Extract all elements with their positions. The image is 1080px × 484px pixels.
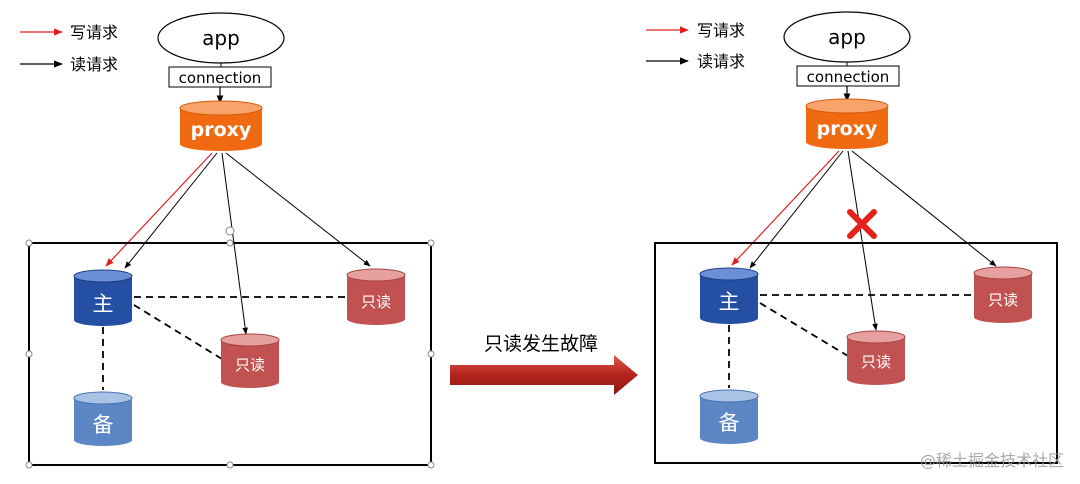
write-arrow-to-master	[731, 150, 840, 266]
proxy-cylinder: proxy	[805, 98, 889, 149]
transition-arrow	[450, 355, 638, 395]
standby-cylinder: 备	[699, 389, 759, 444]
proxy-cylinder: proxy	[179, 100, 263, 151]
read-arrow-to-master	[124, 152, 218, 269]
read-arrow-to-replica-1	[851, 150, 997, 267]
cluster-box-after	[654, 242, 1058, 464]
panel-after: 写请求 读请求 app connection proxy	[646, 11, 1058, 464]
proxy-label: proxy	[817, 118, 878, 140]
connection-box	[796, 65, 900, 87]
watermark-label: @稀土掘金技术社区	[920, 451, 1064, 470]
replica-label-2: 只读	[861, 353, 891, 371]
standby-cylinder: 备	[73, 391, 133, 446]
replica-cylinder-1: 只读	[973, 266, 1033, 323]
legend-before: 写请求 读请求	[20, 23, 118, 74]
app-label: app	[202, 26, 240, 50]
replication-line-replica-2	[759, 302, 849, 357]
master-label: 主	[719, 290, 740, 314]
app-label: app	[828, 25, 866, 49]
replica-cylinder-failed: 只读	[846, 330, 906, 385]
proxy-label: proxy	[191, 119, 252, 141]
selection-handles	[25, 226, 435, 469]
master-label: 主	[93, 292, 114, 316]
connection-label: connection	[807, 68, 890, 86]
replica-label-1: 只读	[361, 293, 391, 311]
read-arrow-to-master	[749, 150, 844, 269]
connection-label: connection	[179, 69, 262, 87]
write-legend-label: 写请求	[70, 23, 118, 42]
replication-line-replica-2	[133, 304, 223, 360]
panel-before: 写请求 读请求 app connection proxy	[20, 12, 435, 469]
write-arrow-to-master	[105, 152, 213, 267]
master-cylinder: 主	[73, 269, 133, 326]
standby-label: 备	[93, 413, 114, 437]
read-legend-label: 读请求	[697, 52, 745, 71]
write-legend-label: 写请求	[697, 21, 745, 40]
replica-label-1: 只读	[988, 291, 1018, 309]
transition-label: 只读发生故障	[484, 333, 598, 355]
replica-cylinder-1: 只读	[346, 268, 406, 325]
legend-after: 写请求 读请求	[646, 21, 745, 71]
read-arrow-to-failed-replica	[847, 150, 878, 331]
standby-label: 备	[719, 411, 740, 435]
read-legend-label: 读请求	[70, 55, 118, 74]
transition: 只读发生故障	[450, 333, 638, 395]
fail-cross-icon	[847, 209, 877, 239]
read-arrow-to-replica-1	[225, 152, 371, 267]
master-cylinder: 主	[699, 267, 759, 324]
replica-label-2: 只读	[235, 356, 265, 374]
replica-cylinder-2: 只读	[220, 333, 280, 388]
